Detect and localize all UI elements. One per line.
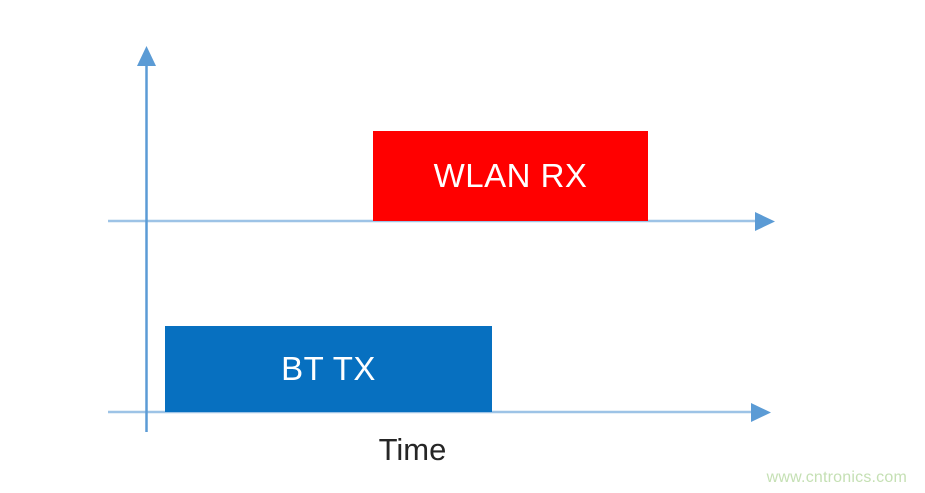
amplitude-axis-arrow-icon xyxy=(137,46,156,66)
bt-tx-label: BT TX xyxy=(281,350,376,387)
lower-time-axis-arrow-icon xyxy=(751,403,771,422)
time-axis-label: Time xyxy=(378,432,447,467)
site-watermark: www.cntronics.com xyxy=(766,469,907,486)
wlan-rx-signal-block: WLAN RX xyxy=(373,131,648,221)
upper-time-axis-arrow-icon xyxy=(755,212,775,231)
wlan-rx-label: WLAN RX xyxy=(433,157,588,194)
bt-tx-signal-block: BT TX xyxy=(165,326,492,412)
